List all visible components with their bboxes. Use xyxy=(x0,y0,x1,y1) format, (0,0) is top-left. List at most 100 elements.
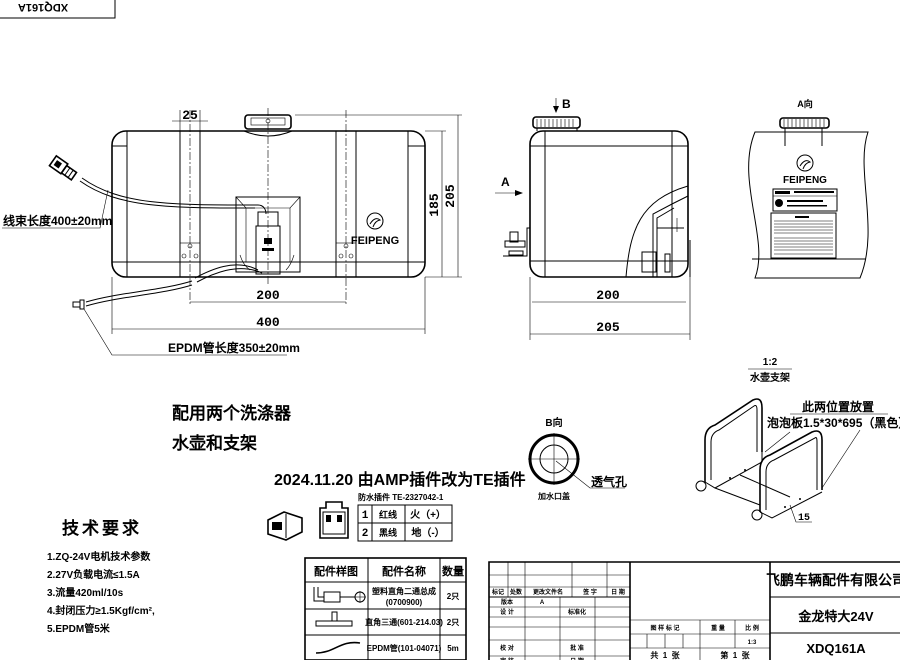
product-name: 金龙特大24V xyxy=(797,609,873,624)
harness-length-label: 线束长度400±20mm xyxy=(3,213,112,228)
bracket-title: 水壶支架 xyxy=(749,371,790,384)
logo-text: FEIPENG xyxy=(351,235,399,247)
sheets-total: 共 1 张 xyxy=(650,650,680,660)
product-label xyxy=(772,188,838,212)
side-cap-icon xyxy=(532,116,581,131)
dim-185: 185 xyxy=(427,193,442,217)
dim-25: 25 xyxy=(182,108,198,123)
version-value: A xyxy=(540,600,545,606)
feipeng-logo: FEIPENG xyxy=(351,212,399,247)
rev-header: 签 字 xyxy=(582,588,597,596)
connector-plug-icon xyxy=(267,511,303,541)
dim-205: 205 xyxy=(443,184,458,208)
hose-length-label: EPDM管长度350±20mm xyxy=(168,340,300,355)
sheet-no: 第 1 张 xyxy=(720,650,750,660)
tech-requirements-title: 技术要求 xyxy=(62,518,142,538)
arrow-b-label: B xyxy=(562,97,571,111)
pin-no: 2 xyxy=(362,528,369,540)
part-code: (0700900) xyxy=(386,598,423,607)
bracket-dim-15: 15 xyxy=(798,513,810,524)
view-a-body-outline xyxy=(748,131,869,279)
wire-harness: 线束长度400±20mm xyxy=(2,154,267,229)
note-line-2: 水壶和支架 xyxy=(172,433,257,453)
view-a: A向 FEIPENG xyxy=(748,98,869,279)
view-b: B向 透气孔 加水口盖 xyxy=(528,416,627,501)
side-dim-200: 200 xyxy=(596,288,620,303)
pin-no: 1 xyxy=(362,510,369,522)
dim-400: 400 xyxy=(256,315,280,330)
bracket-note-1: 此两位置放置 xyxy=(802,399,874,414)
front-view: FEIPENG 线束长度400±20mm EPDM管长度350±20mm xyxy=(2,108,462,356)
tech-requirements: 技术要求 1.ZQ-24V电机技术参数 2.27V负载电流≤1.5A 3.流量4… xyxy=(47,518,155,635)
parts-header: 配件样图 xyxy=(314,564,358,578)
scale-label: 比 例 xyxy=(745,624,759,632)
parts-header: 配件名称 xyxy=(382,564,426,578)
front-dimensions: 25 185 205 200 400 xyxy=(111,108,462,334)
part-name: EPDM管(101-04071) xyxy=(367,643,442,653)
tech-item: 1.ZQ-24V电机技术参数 xyxy=(47,550,151,563)
weight-label: 重 量 xyxy=(711,624,725,632)
tech-item: 2.27V负载电流≤1.5A xyxy=(47,568,140,581)
bracket-note-2: 泡泡板1.5*30*695（黑色） xyxy=(767,415,900,430)
arrow-a-label: A xyxy=(501,175,510,189)
rev-header: 处数 xyxy=(509,588,523,596)
corner-stamp: XDQ161A xyxy=(0,0,116,19)
elbow-fitting-icon xyxy=(313,587,366,603)
scale-value: 1:3 xyxy=(748,640,757,646)
part-qty: 2只 xyxy=(447,592,459,601)
side-body-outline xyxy=(529,130,689,278)
hose-icon xyxy=(315,641,361,654)
bracket-scale: 1:2 xyxy=(763,357,778,368)
standardize-label: 标准化 xyxy=(567,608,586,616)
connector-section: 防水插件 TE-2327042-1 1 红线 火（+） 2 黑线 地（-） xyxy=(267,492,453,542)
part-qty: 5m xyxy=(447,644,459,653)
review-label: 审 核 xyxy=(500,657,514,660)
part-name: 直角三通(601-214.03) xyxy=(365,617,443,627)
bracket-drawing: 15 xyxy=(695,398,861,524)
parts-table: 配件样图 配件名称 数量 塑料直角二通总成 (0700900) 2只 直角三通(… xyxy=(304,557,467,660)
drawing-number: XDQ161A xyxy=(806,641,866,656)
view-a-logo-text: FEIPENG xyxy=(783,175,827,186)
title-block: 标记 处数 更改文件名 签 字 日 期 版本 A 设 计 标准化 校 对 批 准… xyxy=(488,561,900,660)
instruction-label xyxy=(770,212,837,259)
side-view: B A 200 205 xyxy=(495,97,691,340)
approve-label: 批 准 xyxy=(570,644,584,652)
cutaway-section xyxy=(625,185,691,278)
connector-title: 防水插件 TE-2327042-1 xyxy=(358,492,444,502)
vent-hole-label: 透气孔 xyxy=(591,474,627,489)
tank-body-outline xyxy=(111,130,426,278)
sample-mark-label: 图 样 标 记 xyxy=(650,624,679,632)
tech-item: 3.流量420ml/10s xyxy=(47,586,124,599)
connector-face-icon xyxy=(319,501,349,539)
dim-200: 200 xyxy=(256,288,280,303)
harness-connector-icon xyxy=(48,154,78,181)
pin-func: 地（-） xyxy=(411,526,444,539)
version-label: 版本 xyxy=(500,598,514,606)
company-name: 飞鹏车辆配件有限公司 xyxy=(766,572,900,588)
view-a-title: A向 xyxy=(797,98,813,109)
bracket-view: 1:2 水壶支架 此两位置放置 泡泡板1.5*30*695（黑色） 15 xyxy=(695,357,900,524)
note-line-1: 配用两个洗涤器 xyxy=(172,403,292,423)
part-qty: 2只 xyxy=(447,618,459,627)
view-b-title: B向 xyxy=(545,416,562,429)
tee-fitting-icon xyxy=(315,611,353,627)
pin-wire: 黑线 xyxy=(379,527,397,538)
parts-header: 数量 xyxy=(442,564,464,578)
tech-item: 4.封闭压力≥1.5Kgf/cm², xyxy=(47,604,155,617)
pump-icon xyxy=(235,196,301,275)
check-label: 校 对 xyxy=(500,644,514,652)
corner-stamp-text: XDQ161A xyxy=(18,1,68,13)
filler-cap-label: 加水口盖 xyxy=(537,491,570,501)
revision-note: 2024.11.20 由AMP插件改为TE插件 xyxy=(274,470,526,489)
side-dim-205: 205 xyxy=(596,320,620,335)
date-label: 日 期 xyxy=(570,657,584,660)
side-mount-bracket xyxy=(503,227,530,257)
epdm-hose: EPDM管长度350±20mm xyxy=(72,264,300,356)
design-label: 设 计 xyxy=(500,608,514,616)
rev-header: 标记 xyxy=(491,588,504,596)
rev-header: 日 期 xyxy=(611,588,625,596)
pin-wire: 红线 xyxy=(379,509,397,520)
rev-header: 更改文件名 xyxy=(533,588,563,596)
part-name: 塑料直角二通总成 xyxy=(372,586,436,596)
